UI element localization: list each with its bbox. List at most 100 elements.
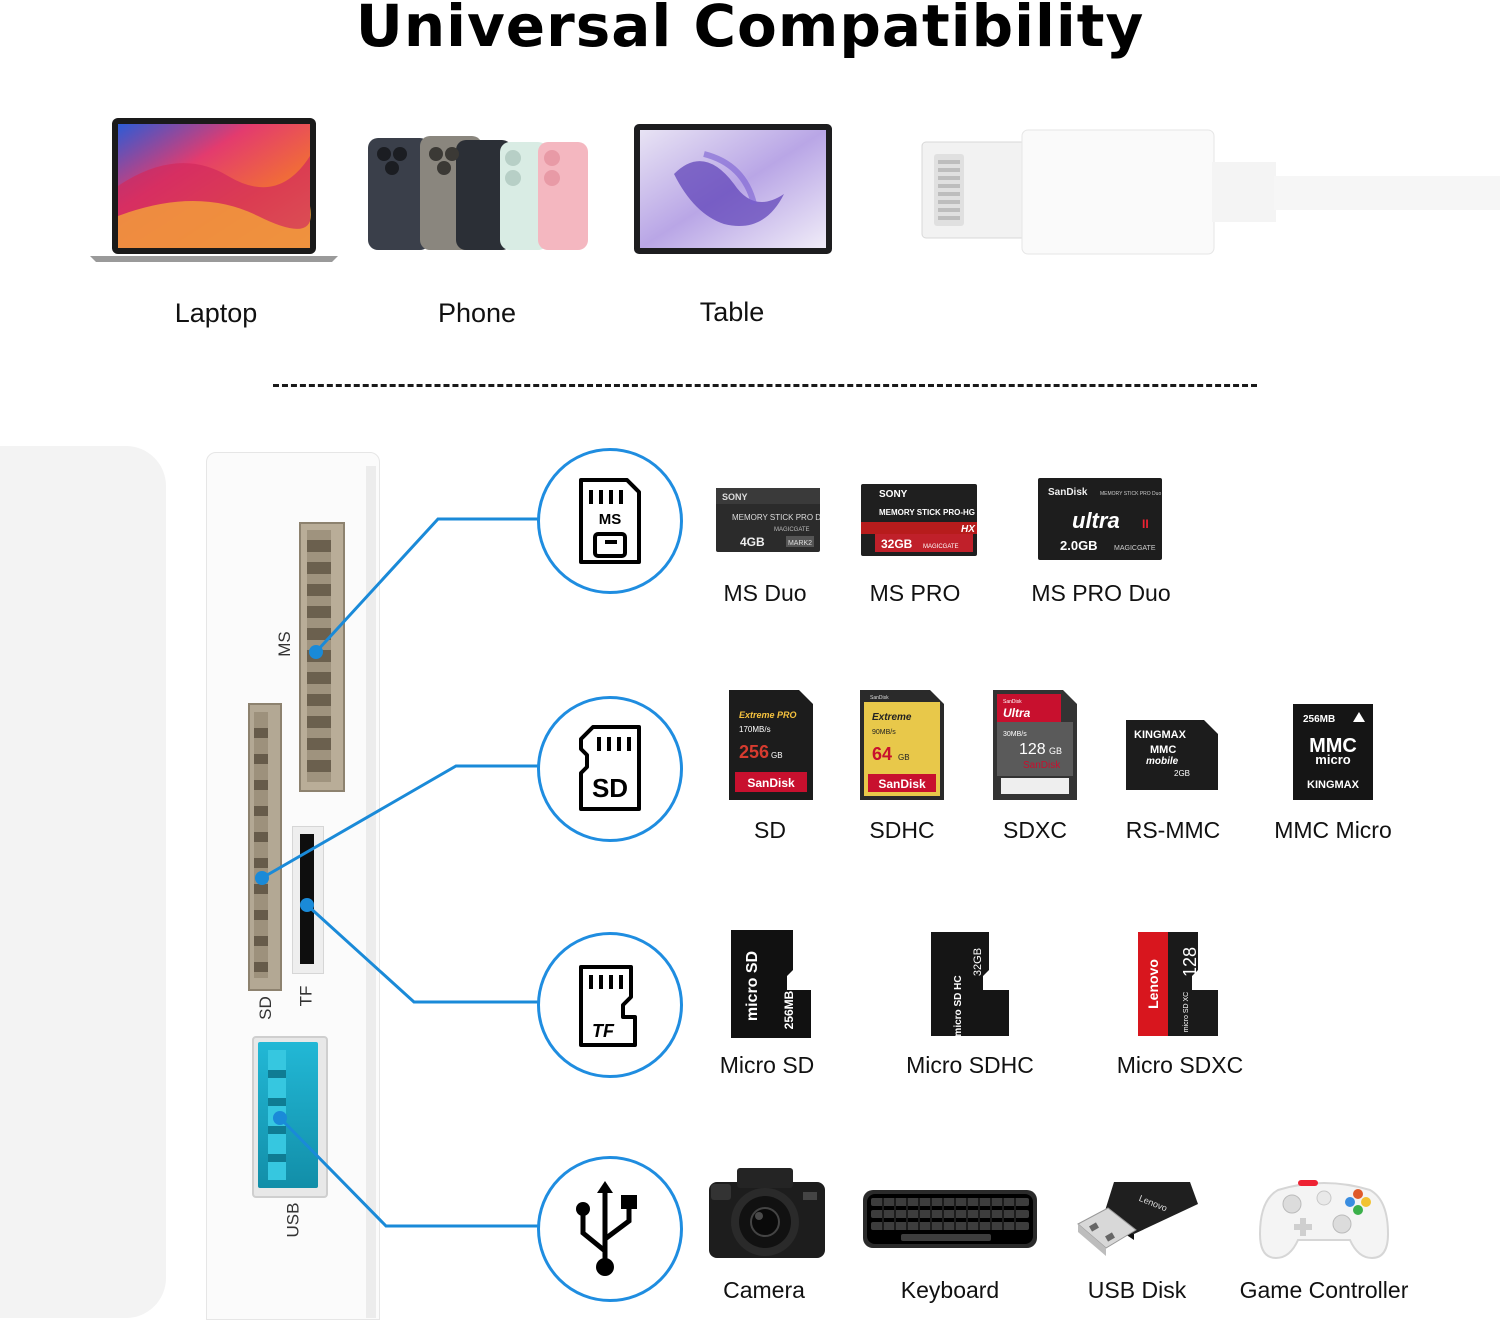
svg-text:GB: GB — [1049, 746, 1062, 756]
svg-text:SONY: SONY — [722, 492, 748, 502]
tablet-icon — [634, 124, 832, 254]
compat-label-usb-disk: USB Disk — [1087, 1277, 1187, 1303]
svg-text:MEMORY STICK PRO Duo: MEMORY STICK PRO Duo — [1100, 491, 1161, 497]
svg-text:MMC: MMC — [1150, 744, 1176, 756]
compat-label-micro-sdhc: Micro SDHC — [906, 1052, 1034, 1078]
svg-text:MEMORY STICK PRO Duo: MEMORY STICK PRO Duo — [732, 513, 820, 522]
laptop-icon — [90, 118, 338, 262]
keyboard-icon — [863, 1190, 1037, 1248]
svg-text:KINGMAX: KINGMAX — [1134, 729, 1187, 741]
svg-text:128: 128 — [1180, 947, 1200, 977]
ms-pro-card: SONY MEMORY STICK PRO-HG Duo HX 32GB MAG… — [861, 484, 977, 556]
svg-text:32GB: 32GB — [972, 948, 984, 976]
svg-text:SanDisk: SanDisk — [1023, 760, 1061, 771]
compat-label-ms-duo: MS Duo — [723, 580, 807, 606]
svg-text:micro SD HC: micro SD HC — [953, 975, 964, 1036]
device-label-phone: Phone — [437, 298, 517, 328]
tf-port-badge: TF — [537, 932, 683, 1078]
svg-text:2.0GB: 2.0GB — [1060, 538, 1098, 553]
svg-text:170MB/s: 170MB/s — [739, 725, 771, 734]
svg-text:MMC: MMC — [1309, 735, 1357, 757]
phone-icon — [368, 136, 588, 250]
sdhc-card: SanDisk Extreme 90MB/s 64 GB SanDisk — [860, 690, 944, 800]
compat-label-sdxc: SDXC — [1003, 817, 1067, 843]
sd-card-icon: SD — [579, 725, 641, 811]
reader-shadow-panel — [0, 446, 166, 1318]
svg-text:micro SD XC: micro SD XC — [1183, 992, 1190, 1032]
device-label-tablet: Table — [699, 297, 765, 327]
tf-badge-text: TF — [592, 1021, 615, 1041]
compat-label-sdhc: SDHC — [869, 817, 935, 843]
svg-text:SanDisk: SanDisk — [1003, 699, 1022, 705]
svg-text:SanDisk: SanDisk — [747, 776, 795, 790]
compat-label-ms-pro-duo: MS PRO Duo — [1031, 580, 1171, 606]
page-title: Universal Compatibility — [355, 0, 1145, 60]
svg-text:256MB: 256MB — [782, 990, 796, 1029]
compat-label-rs-mmc: RS-MMC — [1125, 817, 1221, 843]
svg-text:KINGMAX: KINGMAX — [1307, 779, 1360, 791]
svg-text:4GB: 4GB — [740, 535, 765, 549]
usb-port-badge — [537, 1156, 683, 1302]
svg-text:mobile: mobile — [1146, 756, 1179, 767]
micro-sdxc-card: Lenovo 128 micro SD XC — [1138, 932, 1218, 1036]
svg-text:SanDisk: SanDisk — [1048, 487, 1088, 498]
svg-text:SanDisk: SanDisk — [878, 777, 926, 791]
ms-pro-duo-card: SanDisk MEMORY STICK PRO Duo ultra II 2.… — [1038, 478, 1162, 560]
svg-text:Lenovo: Lenovo — [1145, 959, 1161, 1009]
section-divider — [273, 384, 1257, 387]
compat-label-micro-sdxc: Micro SDXC — [1116, 1052, 1244, 1078]
svg-text:64: 64 — [872, 744, 892, 764]
svg-text:HX: HX — [961, 524, 976, 535]
micro-sd-card: micro SD 256MB — [731, 930, 811, 1038]
compat-label-ms-pro: MS PRO — [869, 580, 961, 606]
svg-text:micro SD: micro SD — [744, 951, 761, 1021]
svg-text:90MB/s: 90MB/s — [872, 729, 896, 736]
compat-label-camera: Camera — [723, 1277, 805, 1303]
compat-label-keyboard: Keyboard — [900, 1277, 1000, 1303]
svg-text:MEMORY STICK PRO-HG Duo: MEMORY STICK PRO-HG Duo — [879, 508, 977, 517]
sd-slot-contacts — [254, 712, 268, 978]
svg-text:SONY: SONY — [879, 489, 908, 500]
svg-text:30MB/s: 30MB/s — [1003, 731, 1027, 738]
sd-badge-text: SD — [592, 773, 628, 803]
ms-port-badge: MS — [537, 448, 683, 594]
tf-card-icon: TF — [579, 965, 637, 1047]
svg-text:II: II — [1142, 517, 1149, 531]
camera-icon — [709, 1168, 825, 1258]
svg-text:256: 256 — [739, 742, 769, 762]
mmc-micro-card: 256MB MMC micro KINGMAX — [1293, 704, 1373, 800]
compat-label-micro-sd: Micro SD — [719, 1052, 815, 1078]
svg-text:micro: micro — [1315, 752, 1350, 767]
compat-label-sd: SD — [754, 817, 786, 843]
compat-label-mmc-micro: MMC Micro — [1274, 817, 1392, 843]
svg-text:256MB: 256MB — [1303, 714, 1335, 725]
sdxc-card: SanDisk Ultra 30MB/s 128 GB SanDisk — [993, 690, 1077, 800]
svg-text:MAGICGATE: MAGICGATE — [1114, 545, 1156, 552]
usb-icon — [576, 1181, 637, 1276]
lightning-connector-icon — [921, 129, 1500, 255]
svg-text:MAGICGATE: MAGICGATE — [774, 527, 810, 533]
ms-badge-text: MS — [599, 511, 622, 528]
ms-card-icon: MS — [579, 478, 641, 564]
device-label-laptop: Laptop — [174, 298, 258, 328]
compat-label-game-controller: Game Controller — [1239, 1277, 1409, 1303]
usb-disk-icon: Lenovo — [1077, 1182, 1198, 1256]
svg-text:32GB: 32GB — [881, 537, 913, 551]
svg-text:SanDisk: SanDisk — [870, 695, 889, 701]
svg-text:GB: GB — [771, 751, 783, 760]
sd-card: Extreme PRO 170MB/s 256 GB SanDisk — [729, 690, 813, 800]
svg-text:MAGICGATE: MAGICGATE — [923, 544, 959, 550]
ms-duo-card: SONY MEMORY STICK PRO Duo MAGICGATE 4GB … — [716, 488, 820, 552]
svg-text:2GB: 2GB — [1174, 769, 1190, 778]
sd-port-badge: SD — [537, 696, 683, 842]
svg-text:GB: GB — [898, 753, 910, 762]
svg-text:Extreme PRO: Extreme PRO — [739, 710, 797, 720]
svg-text:128: 128 — [1019, 741, 1046, 758]
svg-text:Ultra: Ultra — [1003, 706, 1031, 720]
rs-mmc-card: KINGMAX MMC mobile 2GB — [1126, 720, 1218, 790]
reader-edge — [366, 466, 376, 1318]
svg-text:MARK2: MARK2 — [788, 540, 812, 547]
game-controller-icon — [1258, 1180, 1390, 1260]
svg-text:Extreme: Extreme — [872, 712, 912, 723]
